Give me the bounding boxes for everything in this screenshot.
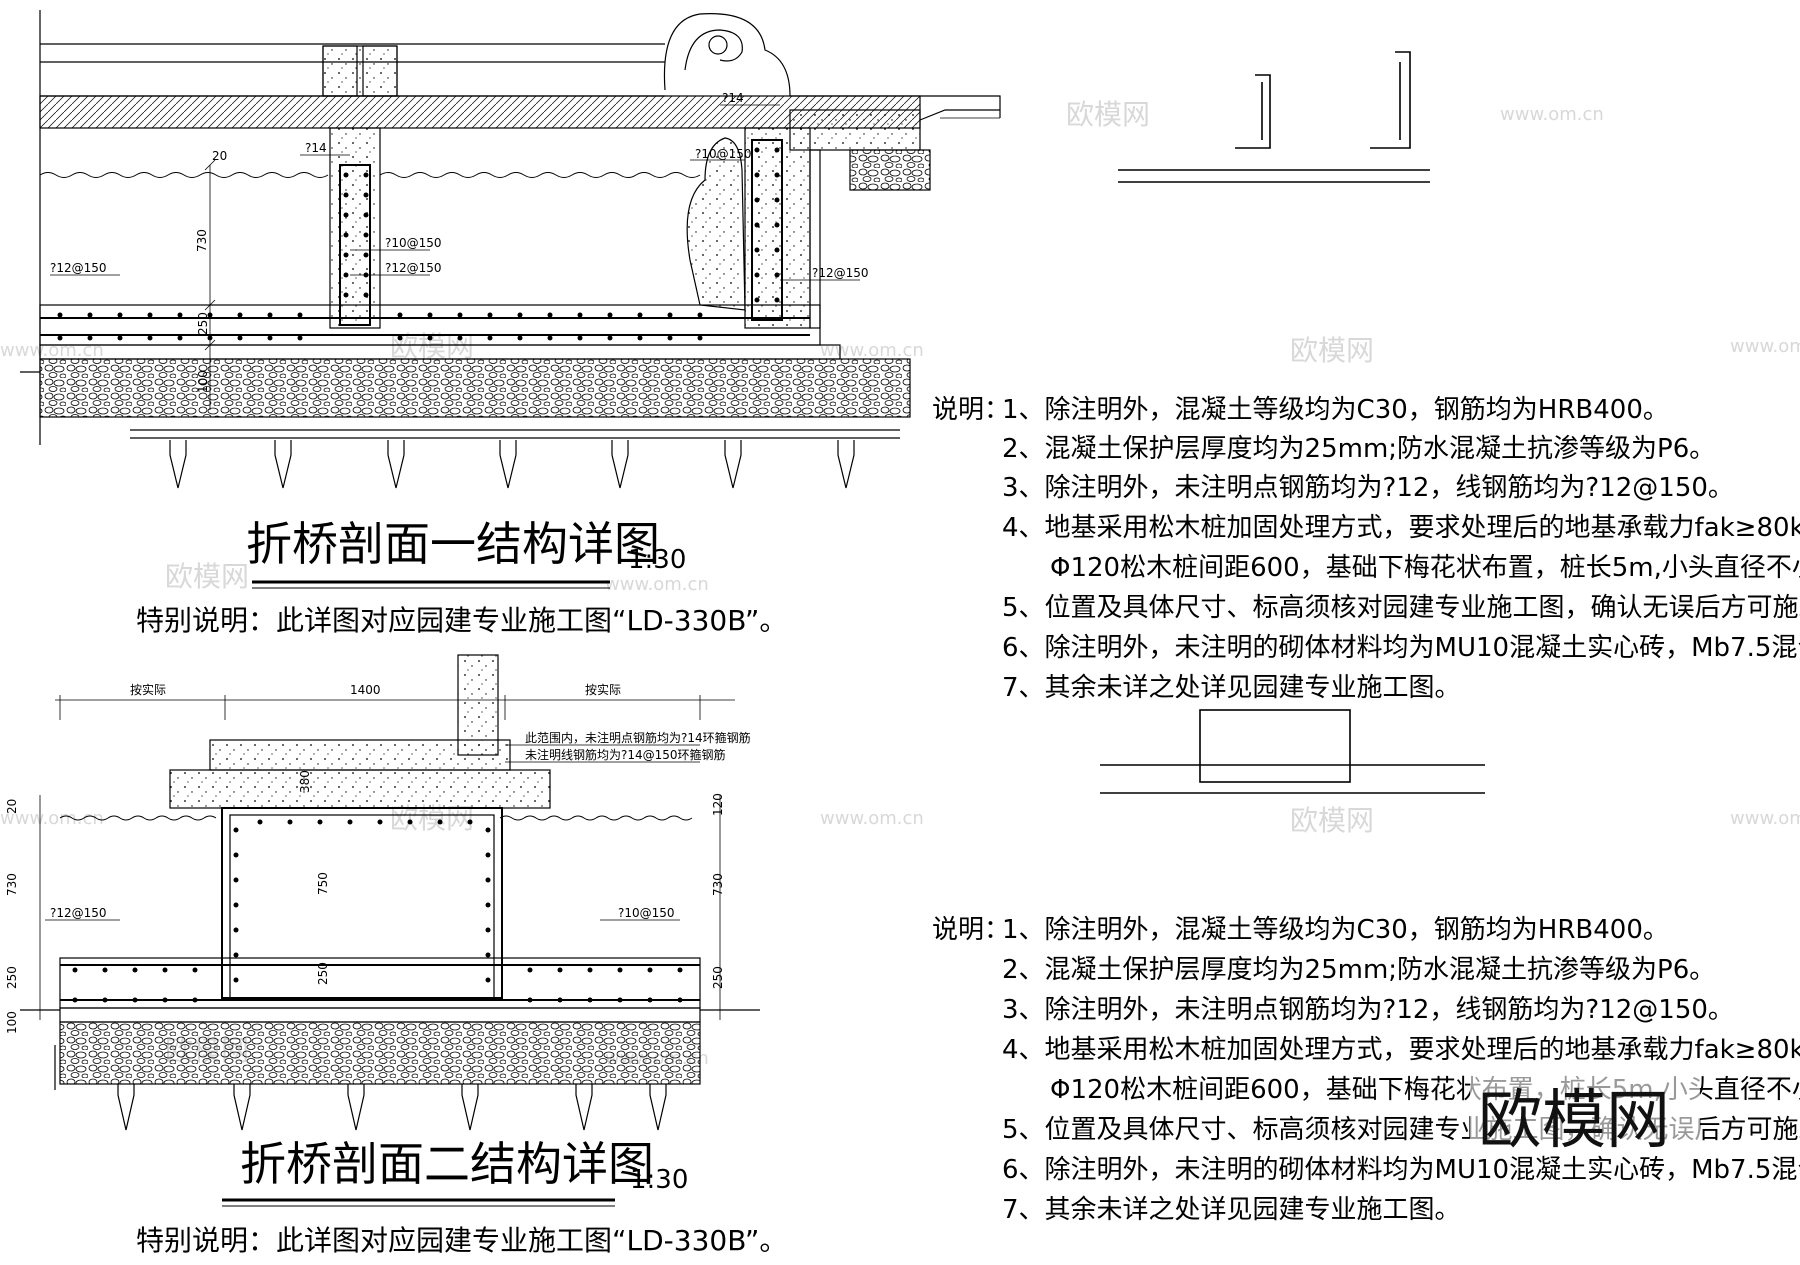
note-bottom-6: 6、除注明外，未注明的砌体材料均为MU10混凝土实心砖，Mb7.5混合砂浆。 bbox=[1002, 1155, 1800, 1185]
note-top-4b: Φ120松木桩间距600，基础下梅花状布置，桩长5m,小头直径不小于100。 bbox=[1050, 553, 1800, 583]
section1-drawing bbox=[20, 10, 1001, 589]
section2-rebar bbox=[72, 819, 683, 1003]
dim-730: 730 bbox=[195, 229, 209, 252]
note-top-5: 5、位置及具体尺寸、标高须核对园建专业施工图，确认无误后方可施工。 bbox=[1002, 593, 1800, 623]
rebar-b-label: ?12@150 bbox=[385, 261, 442, 275]
notes-bottom: 说明： 1、除注明外，混凝土等级均为C30，钢筋均为HRB400。 2、混凝土保… bbox=[932, 915, 1800, 1225]
section2-labels: 按实际 1400 按实际 380 750 250 20 730 250 100 … bbox=[5, 682, 787, 1257]
callout-1: 此范围内，未注明点钢筋均为?14环箍钢筋 bbox=[525, 730, 751, 745]
watermark-layer: 欧模网 www.om.cn www.om.cn 欧模网 www.om.cn 欧模… bbox=[0, 98, 1800, 1069]
rebar-right-label-2: ?10@150 bbox=[618, 906, 675, 920]
rebar-left-label: ?12@150 bbox=[50, 261, 107, 275]
section1-rebar bbox=[57, 147, 780, 341]
section1-title: 折桥剖面一结构详图 bbox=[246, 517, 660, 571]
rebar-top-label: ?14 bbox=[305, 141, 327, 155]
dim-100: 100 bbox=[196, 370, 210, 393]
rebar-10-label: ?10@150 bbox=[695, 147, 752, 161]
note-bottom-1: 1、除注明外，混凝土等级均为C30，钢筋均为HRB400。 bbox=[1002, 915, 1669, 945]
note-top-3: 3、除注明外，未注明点钢筋均为?12，线钢筋均为?12@150。 bbox=[1002, 473, 1734, 503]
svg-text:www.om.cn: www.om.cn bbox=[820, 340, 924, 361]
rebar-left-label-2: ?12@150 bbox=[50, 906, 107, 920]
section1-special-note: 特别说明：此详图对应园建专业施工图“LD-330B”。 bbox=[136, 604, 787, 637]
note-top-2: 2、混凝土保护层厚度均为25mm;防水混凝土抗渗等级为P6。 bbox=[1002, 434, 1715, 464]
dim-right-120: 120 bbox=[711, 793, 725, 816]
dim-right-730: 730 bbox=[711, 873, 725, 896]
dim-left-100: 100 bbox=[5, 1011, 19, 1034]
note-bottom-7: 7、其余未详之处详见园建专业施工图。 bbox=[1002, 1195, 1461, 1225]
svg-text:www.om.cn: www.om.cn bbox=[820, 808, 924, 829]
svg-text:欧模网: 欧模网 bbox=[1478, 1084, 1670, 1158]
svg-text:www.om.cn: www.om.cn bbox=[605, 574, 709, 595]
dim-380: 380 bbox=[298, 770, 312, 793]
svg-text:欧模网: 欧模网 bbox=[1066, 98, 1150, 131]
svg-text:www.om.cn: www.om.cn bbox=[1730, 808, 1800, 829]
section2-scale: 1:30 bbox=[630, 1165, 688, 1195]
dim-left-730: 730 bbox=[5, 873, 19, 896]
svg-text:欧模网: 欧模网 bbox=[1290, 804, 1374, 837]
rebar-right-label: ?12@150 bbox=[812, 266, 869, 280]
note-top-4: 4、地基采用松木桩加固处理方式，要求处理后的地基承载力fak≥80kPa。 bbox=[1002, 513, 1800, 543]
dim-750: 750 bbox=[316, 872, 330, 895]
section2-drawing bbox=[20, 654, 760, 1207]
section1-labels: 20 730 250 100 ?14 ?14 ?10@150 ?10@150 ?… bbox=[50, 91, 869, 637]
rebar-sketches bbox=[1100, 51, 1485, 794]
rebar-a-label: ?10@150 bbox=[385, 236, 442, 250]
svg-text:欧模网: 欧模网 bbox=[165, 560, 249, 593]
note-top-1: 1、除注明外，混凝土等级均为C30，钢筋均为HRB400。 bbox=[1002, 395, 1669, 425]
note-top-6: 6、除注明外，未注明的砌体材料均为MU10混凝土实心砖，Mb7.5混合砂浆。 bbox=[1002, 633, 1800, 663]
dim-left-20: 20 bbox=[5, 799, 19, 814]
svg-text:www.om.cn: www.om.cn bbox=[1730, 336, 1800, 357]
dim-right-width: 按实际 bbox=[585, 682, 621, 697]
note-bottom-4: 4、地基采用松木桩加固处理方式，要求处理后的地基承载力fak≥80kPa。 bbox=[1002, 1035, 1800, 1065]
dim-250-mid: 250 bbox=[316, 962, 330, 985]
svg-text:欧模网: 欧模网 bbox=[1290, 334, 1374, 367]
corner-logo: 欧模网 bbox=[1470, 1075, 1700, 1158]
dim-20: 20 bbox=[212, 149, 227, 163]
note-bottom-2: 2、混凝土保护层厚度均为25mm;防水混凝土抗渗等级为P6。 bbox=[1002, 955, 1715, 985]
section2-special-note: 特别说明：此详图对应园建专业施工图“LD-330B”。 bbox=[136, 1224, 787, 1257]
dim-right-250: 250 bbox=[711, 966, 725, 989]
svg-text:www.om.cn: www.om.cn bbox=[0, 808, 104, 829]
note-top-7: 7、其余未详之处详见园建专业施工图。 bbox=[1002, 673, 1461, 703]
dim-left-250: 250 bbox=[5, 966, 19, 989]
rebar-top2-label: ?14 bbox=[722, 91, 744, 105]
section1-scale: 1:30 bbox=[628, 545, 686, 575]
section2-title: 折桥剖面二结构详图 bbox=[240, 1137, 654, 1191]
note-bottom-3: 3、除注明外，未注明点钢筋均为?12，线钢筋均为?12@150。 bbox=[1002, 995, 1734, 1025]
svg-text:www.om.cn: www.om.cn bbox=[1500, 104, 1604, 125]
callout-2: 未注明线钢筋均为?14@150环箍钢筋 bbox=[525, 747, 726, 762]
dim-mid-width: 1400 bbox=[350, 683, 381, 697]
dim-250: 250 bbox=[196, 312, 210, 335]
svg-text:www.om.cn: www.om.cn bbox=[0, 340, 104, 361]
dim-left-width: 按实际 bbox=[130, 682, 166, 697]
notes-top: 说明： 1、除注明外，混凝土等级均为C30，钢筋均为HRB400。 2、混凝土保… bbox=[932, 395, 1800, 703]
notes-bottom-label: 说明： bbox=[932, 915, 1010, 945]
notes-top-label: 说明： bbox=[932, 395, 1010, 425]
